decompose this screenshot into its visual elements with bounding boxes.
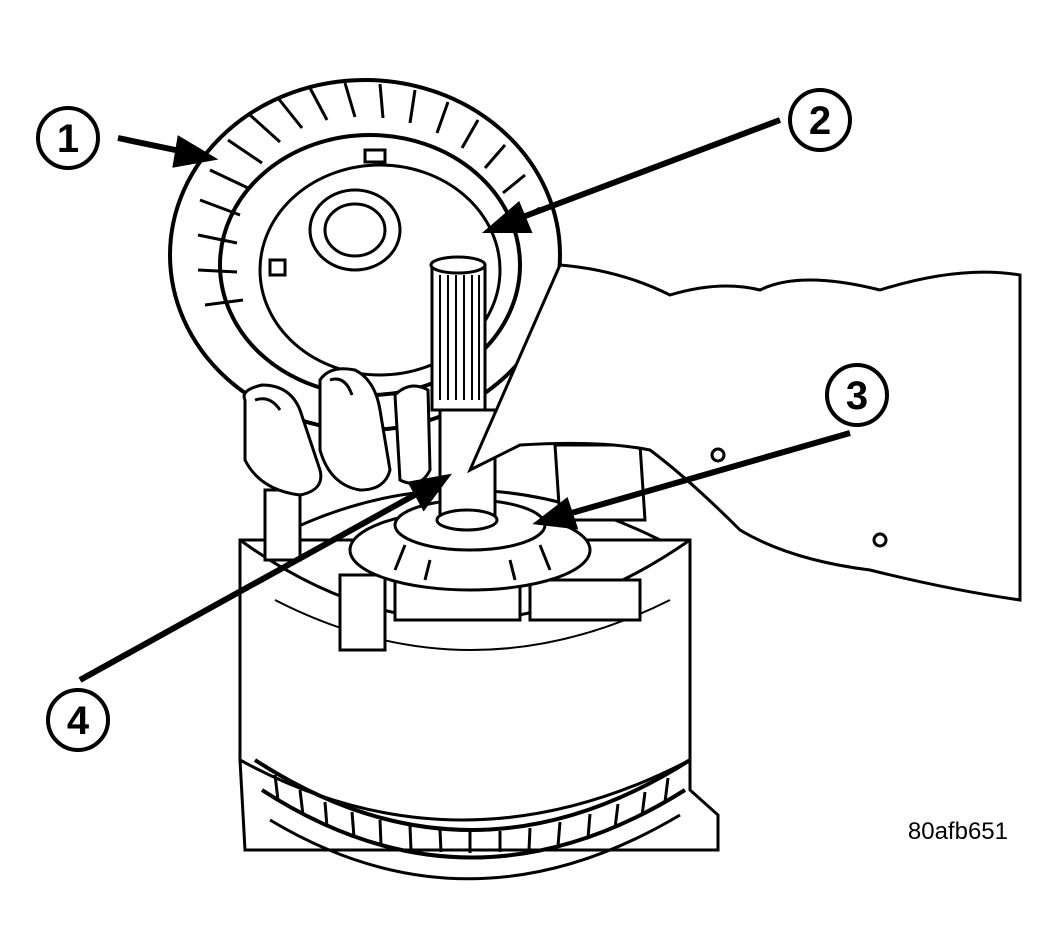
leader-lines	[78, 117, 851, 683]
callout-4-label: 4	[67, 699, 90, 743]
callout-3: 3	[825, 363, 889, 427]
drum-spline-teeth	[273, 774, 670, 853]
callout-1-label: 1	[57, 117, 79, 161]
callout-3-label: 3	[846, 374, 868, 418]
shaft-splines	[439, 275, 480, 400]
leader-4	[78, 489, 422, 683]
callout-1: 1	[36, 106, 100, 170]
callout-4: 4	[46, 688, 110, 752]
arrowhead-3	[532, 497, 579, 530]
technician-hand	[242, 263, 1022, 602]
callout-2: 2	[788, 88, 852, 152]
callout-2-label: 2	[809, 99, 831, 143]
arrowhead-4	[407, 473, 452, 512]
drum-lugs	[263, 443, 647, 652]
leader-3	[567, 430, 851, 517]
arrowhead-2	[481, 201, 533, 233]
clutch-pack-teeth	[197, 82, 541, 307]
figure-id: 80afb651	[907, 818, 1008, 845]
arrowhead-1	[172, 135, 219, 168]
leader-2	[518, 117, 782, 221]
leader-1	[117, 135, 186, 155]
